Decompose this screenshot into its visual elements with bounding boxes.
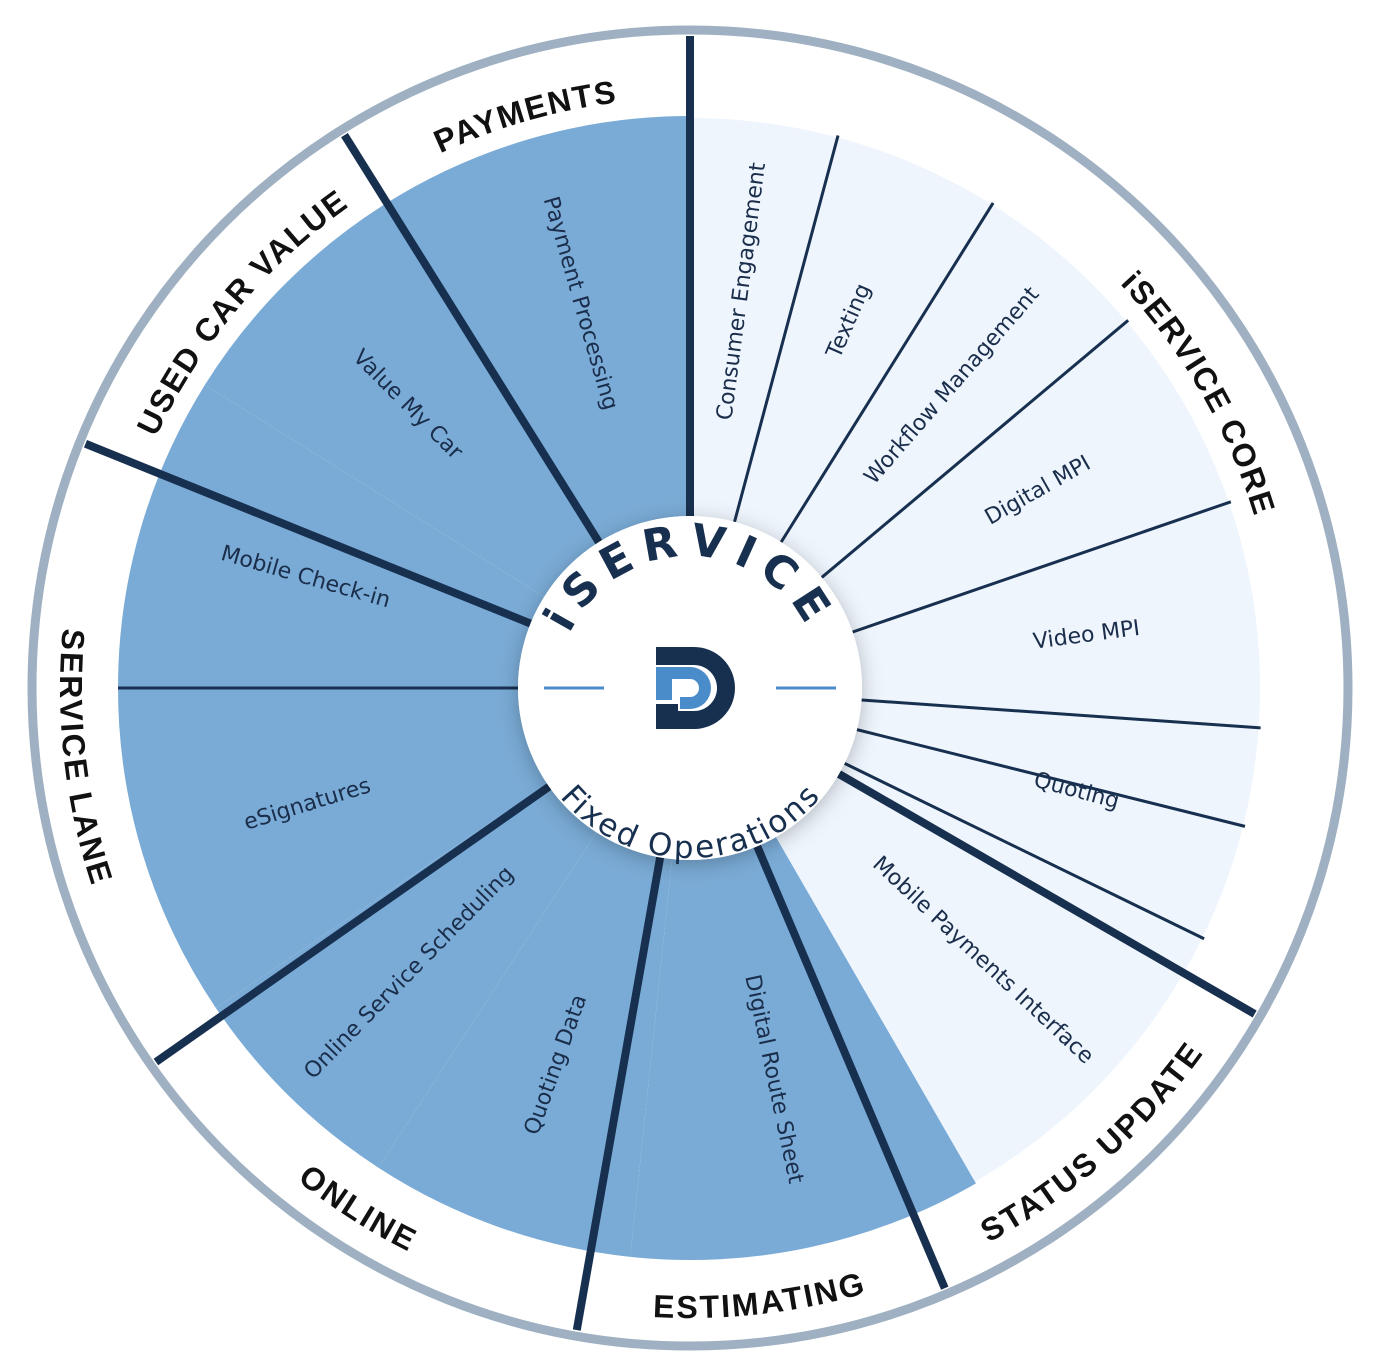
category-divider bbox=[836, 770, 1257, 1018]
segment-divider bbox=[843, 762, 1205, 941]
category-divider bbox=[341, 132, 603, 545]
segment-payment-processing bbox=[386, 116, 690, 543]
segment-consumer-engagement bbox=[690, 118, 838, 522]
d-logo-inner bbox=[656, 667, 711, 709]
segment-divider bbox=[861, 698, 1261, 730]
segment-divider bbox=[779, 202, 995, 543]
category-divider bbox=[753, 844, 949, 1290]
d-logo-icon bbox=[656, 647, 735, 729]
segment-esignatures bbox=[118, 688, 548, 1008]
segment-mobile-payments-interface bbox=[776, 763, 1203, 1182]
segment-workflow-management bbox=[781, 204, 1127, 578]
category-divider bbox=[572, 856, 665, 1331]
segment-quoting bbox=[844, 699, 1259, 938]
segment-value-my-car bbox=[204, 202, 599, 597]
segment-divider bbox=[852, 500, 1232, 634]
category-divider bbox=[83, 440, 533, 628]
hub-circle bbox=[518, 516, 862, 860]
segment-group bbox=[118, 116, 1260, 1261]
segment-online-service-scheduling bbox=[215, 784, 597, 1168]
d-logo-outer bbox=[656, 647, 735, 729]
segment-divider bbox=[820, 319, 1130, 579]
category-divider bbox=[153, 783, 552, 1066]
segment-digital-mpi bbox=[821, 321, 1229, 633]
segment-video-mpi bbox=[852, 502, 1260, 728]
segment-divider bbox=[856, 728, 1246, 828]
segment-texting bbox=[734, 137, 993, 543]
segment-divider bbox=[733, 135, 840, 523]
divider-group bbox=[83, 36, 1261, 1331]
segment-mobile-check-in bbox=[118, 384, 545, 688]
segment-quoting-data bbox=[378, 832, 673, 1257]
